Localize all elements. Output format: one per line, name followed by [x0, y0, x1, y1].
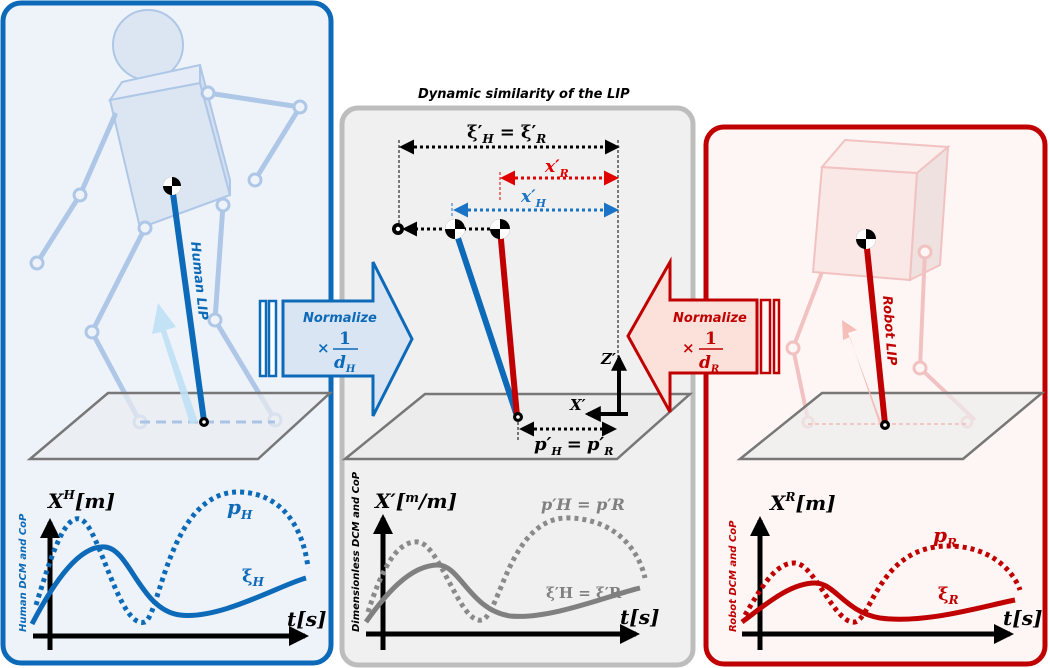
robot-lip-label: Robot LIP — [879, 295, 899, 366]
human-cop-label: pH — [227, 495, 253, 522]
robot-normalize-denominator: dR — [699, 353, 719, 375]
center-cop-curve — [365, 515, 648, 623]
dcm-point-icon — [392, 223, 404, 235]
human-normalize-numerator: 1 — [339, 329, 351, 349]
human-lip-rod — [169, 185, 207, 422]
center-floor-plane — [341, 392, 694, 461]
human-com-icon — [163, 177, 181, 195]
human-normalize-arrow: Normalize × 1 dH — [258, 261, 414, 417]
robot-cop-label: pR — [933, 523, 957, 550]
human-normalize-denominator: dH — [334, 353, 356, 375]
human-normalize-times: × — [317, 339, 330, 357]
center-panel-frame — [339, 105, 696, 668]
xi-equation: ξ′H=ξ′R — [467, 122, 546, 146]
human-plot-ylabel: XH[m] — [46, 488, 115, 513]
human-panel: Human LIP XH[m] t[s] pH ξH Human DCM and… — [0, 0, 334, 666]
robot-normalize-times: × — [682, 339, 695, 357]
center-panel: Dynamic similarity of the LIP ξ′H=ξ′R x′… — [339, 87, 696, 668]
center-plot-side-label: Dimensionless DCM and CoP — [351, 471, 362, 632]
human-head — [112, 9, 184, 81]
robot-normalized-com-icon — [490, 219, 510, 239]
robot-velocity-arrow — [842, 320, 882, 426]
human-normalized-rod — [452, 228, 520, 417]
robot-cop-curve — [742, 543, 1023, 625]
x-prime-label: X′ — [569, 396, 586, 414]
human-dcm-label: ξH — [242, 566, 265, 589]
robot-normalize-arrow: Normalize × 1 dR — [626, 256, 781, 413]
robot-com-icon — [856, 229, 876, 249]
robot-normalize-arrow-shape — [626, 256, 759, 413]
robot-cube-side — [908, 144, 950, 282]
robot-plot-side-label: Robot DCM and CoP — [728, 520, 739, 632]
robot-normalize-numerator: 1 — [705, 329, 717, 349]
center-plot-xlabel: t[s] — [620, 605, 659, 629]
human-plot-side-label: Human DCM and CoP — [18, 513, 29, 632]
diagram-title: Dynamic similarity of the LIP — [418, 87, 630, 102]
human-cop-curve — [33, 489, 311, 625]
robot-cop-icon — [880, 420, 890, 430]
robot-normalize-label: Normalize — [673, 311, 747, 326]
robot-dcm-curve — [740, 580, 1016, 625]
robot-floor-plane — [736, 391, 1046, 461]
robot-plot-xlabel: t[s] — [1003, 606, 1042, 630]
human-plot-xlabel: t[s] — [287, 607, 326, 631]
center-dcm-curve — [363, 562, 641, 624]
human-normalize-label: Normalize — [303, 311, 377, 326]
center-dcm-label: ξ′H = ξ′R — [546, 584, 622, 602]
robot-normalized-rod — [497, 228, 520, 417]
p-equation: p′H=p′R — [534, 434, 613, 458]
z-prime-label: Z′ — [600, 350, 616, 368]
center-plot-ylabel: X′[m/m] — [373, 489, 457, 513]
human-floor-plane — [26, 391, 334, 461]
center-cop-label: p′H = p′R — [541, 495, 625, 514]
robot-cube-front — [811, 165, 919, 282]
normalized-cop-icon — [513, 412, 523, 422]
human-normalized-com-icon — [445, 219, 465, 239]
robot-plot: XR[m] t[s] pR ξR Robot DCM and CoP — [728, 490, 1042, 650]
human-velocity-arrow — [152, 303, 198, 424]
robot-panel: Robot LIP XR[m] t[s] pR ξR Robot DCM and… — [703, 124, 1048, 667]
center-plot: X′[m/m] t[s] p′H = p′R ξ′H = ξ′R Dimensi… — [351, 471, 659, 650]
robot-dcm-label: ξR — [938, 584, 959, 607]
human-normalize-arrow-shape — [281, 261, 414, 417]
human-cop-icon — [199, 417, 209, 427]
human-dcm-curve — [29, 544, 307, 626]
human-skeleton — [29, 9, 308, 430]
robot-plot-ylabel: XR[m] — [768, 490, 836, 515]
human-plot: XH[m] t[s] pH ξH Human DCM and CoP — [18, 488, 326, 650]
robot-lip-rod — [863, 238, 888, 425]
